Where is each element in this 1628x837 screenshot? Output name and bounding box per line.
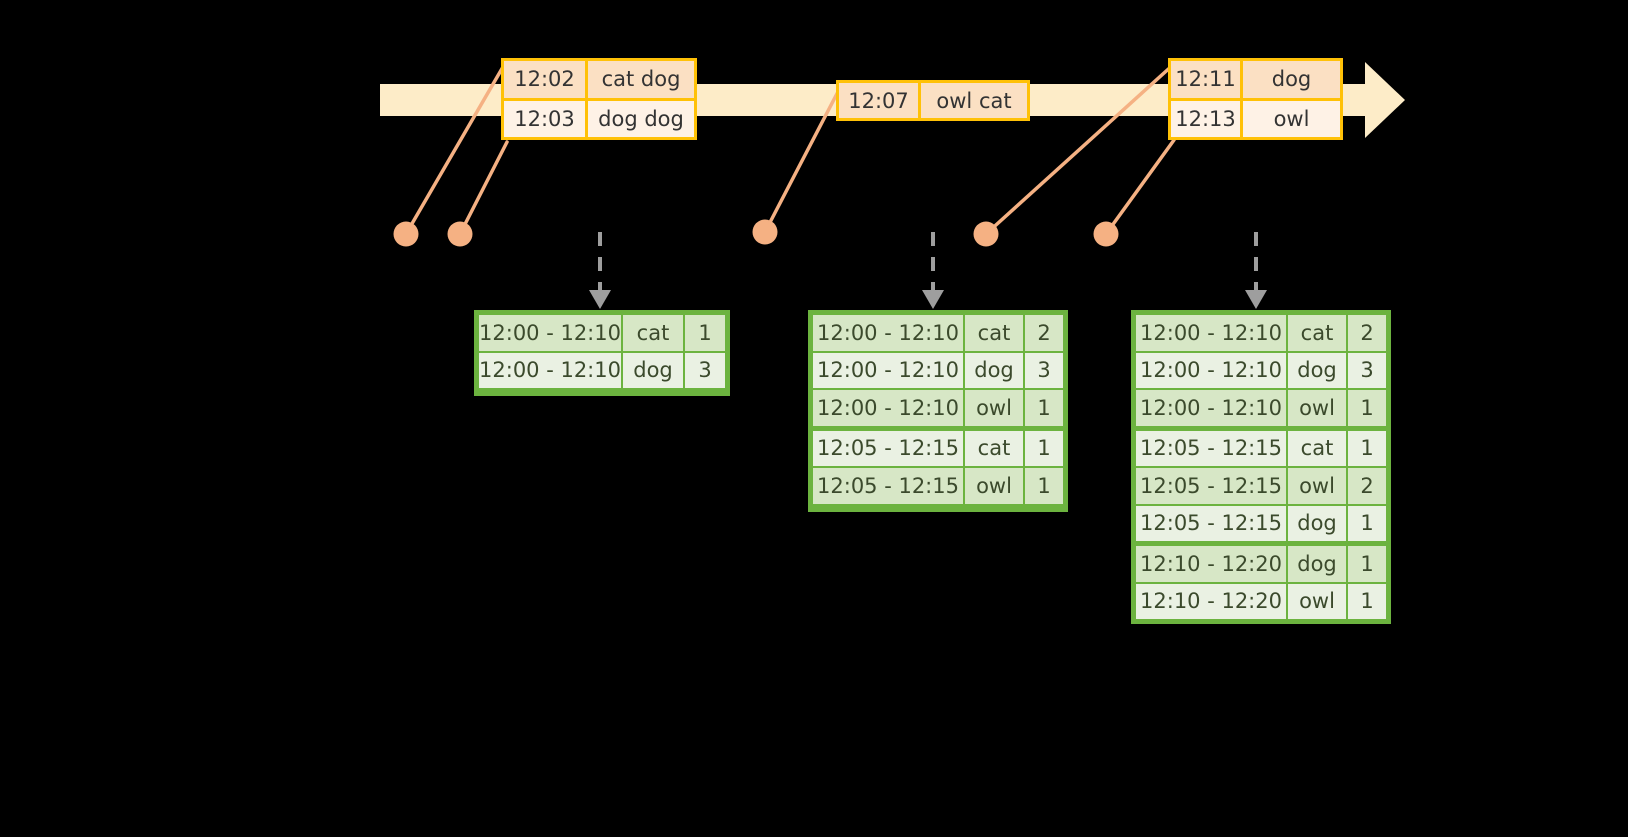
connector-line-1 [404,58,509,236]
aggregate-table-2: 12:00 - 12:10 cat 2 12:00 - 12:10 dog 3 … [808,310,1068,512]
count-cell: 1 [1025,390,1063,426]
window-cell: 12:05 - 12:15 [813,430,963,466]
event-marker-4 [973,221,999,247]
count-cell: 3 [1348,352,1386,388]
count-cell: 2 [1348,468,1386,504]
event-words: dog [1243,61,1340,98]
key-cell: cat [623,315,683,351]
event-time: 12:03 [504,100,588,137]
event-box-1: 12:02 cat dog 12:03 dog dog [501,58,697,140]
event-time: 12:13 [1171,100,1243,137]
key-cell: owl [965,390,1023,426]
table-row: 12:00 - 12:10 owl 1 [1135,389,1387,427]
connector-line-5 [1104,138,1176,236]
trigger-arrow-3 [1245,232,1267,309]
count-cell: 1 [1348,546,1386,582]
count-cell: 1 [1348,390,1386,426]
event-row: 12:13 owl [1171,97,1340,137]
event-row: 12:03 dog dog [504,97,694,137]
table-row: 12:00 - 12:10 owl 1 [812,389,1064,427]
key-cell: owl [1288,390,1346,426]
table-row: 12:05 - 12:15 owl 2 [1135,467,1387,505]
table-row: 12:05 - 12:15 cat 1 [812,430,1064,468]
count-cell: 1 [685,315,725,351]
table-row: 12:00 - 12:10 cat 2 [1135,314,1387,352]
key-cell: dog [1288,546,1346,582]
event-words: cat dog [588,61,694,98]
event-time: 12:07 [839,83,921,118]
window-cell: 12:05 - 12:15 [1136,505,1286,541]
connector-line-2 [458,140,509,236]
count-cell: 2 [1348,315,1386,351]
table-row: 12:00 - 12:10 dog 3 [812,352,1064,390]
table-row: 12:10 - 12:20 dog 1 [1135,545,1387,583]
event-words: owl cat [921,83,1027,118]
window-cell: 12:05 - 12:15 [813,468,963,504]
event-words: dog dog [588,100,694,137]
window-cell: 12:00 - 12:10 [479,352,621,388]
count-cell: 3 [1025,352,1063,388]
window-cell: 12:00 - 12:10 [479,315,621,351]
event-time: 12:11 [1171,61,1243,98]
event-markers [393,219,1119,247]
key-cell: owl [965,468,1023,504]
key-cell: owl [1288,468,1346,504]
event-row: 12:11 dog [1171,61,1340,98]
table-row: 12:00 - 12:10 dog 3 [478,352,726,390]
event-marker-1 [393,221,419,247]
key-cell: cat [1288,315,1346,351]
window-cell: 12:00 - 12:10 [813,352,963,388]
event-marker-5 [1093,221,1119,247]
window-cell: 12:00 - 12:10 [1136,352,1286,388]
event-words: owl [1243,100,1340,137]
key-cell: cat [965,315,1023,351]
table-row: 12:05 - 12:15 cat 1 [1135,430,1387,468]
event-row: 12:02 cat dog [504,61,694,98]
count-cell: 2 [1025,315,1063,351]
key-cell: dog [623,352,683,388]
window-cell: 12:10 - 12:20 [1136,546,1286,582]
event-row: 12:07 owl cat [839,83,1027,118]
window-cell: 12:00 - 12:10 [813,315,963,351]
count-cell: 1 [1025,468,1063,504]
count-cell: 1 [1348,583,1386,619]
window-cell: 12:00 - 12:10 [813,390,963,426]
window-cell: 12:00 - 12:10 [1136,390,1286,426]
event-time: 12:02 [504,61,588,98]
trigger-arrow-1 [589,232,611,309]
key-cell: cat [1288,430,1346,466]
table-row: 12:00 - 12:10 cat 1 [478,314,726,352]
aggregate-table-3: 12:00 - 12:10 cat 2 12:00 - 12:10 dog 3 … [1131,310,1391,624]
table-row: 12:00 - 12:10 cat 2 [812,314,1064,352]
window-cell: 12:10 - 12:20 [1136,583,1286,619]
trigger-arrow-2 [922,232,944,309]
window-cell: 12:05 - 12:15 [1136,430,1286,466]
key-cell: dog [965,352,1023,388]
trigger-arrows [589,232,1267,309]
connector-line-3 [763,82,844,234]
event-box-3: 12:11 dog 12:13 owl [1168,58,1343,140]
key-cell: dog [1288,352,1346,388]
window-cell: 12:00 - 12:10 [1136,315,1286,351]
event-box-2: 12:07 owl cat [836,80,1030,121]
event-marker-3 [752,219,778,245]
table-row: 12:10 - 12:20 owl 1 [1135,583,1387,621]
count-cell: 1 [1348,505,1386,541]
key-cell: dog [1288,505,1346,541]
count-cell: 1 [1348,430,1386,466]
table-row: 12:00 - 12:10 dog 3 [1135,352,1387,390]
table-row: 12:05 - 12:15 owl 1 [812,467,1064,505]
aggregate-table-1: 12:00 - 12:10 cat 1 12:00 - 12:10 dog 3 [474,310,730,396]
event-marker-2 [447,221,473,247]
window-cell: 12:05 - 12:15 [1136,468,1286,504]
key-cell: cat [965,430,1023,466]
table-row: 12:05 - 12:15 dog 1 [1135,505,1387,543]
count-cell: 3 [685,352,725,388]
count-cell: 1 [1025,430,1063,466]
key-cell: owl [1288,583,1346,619]
